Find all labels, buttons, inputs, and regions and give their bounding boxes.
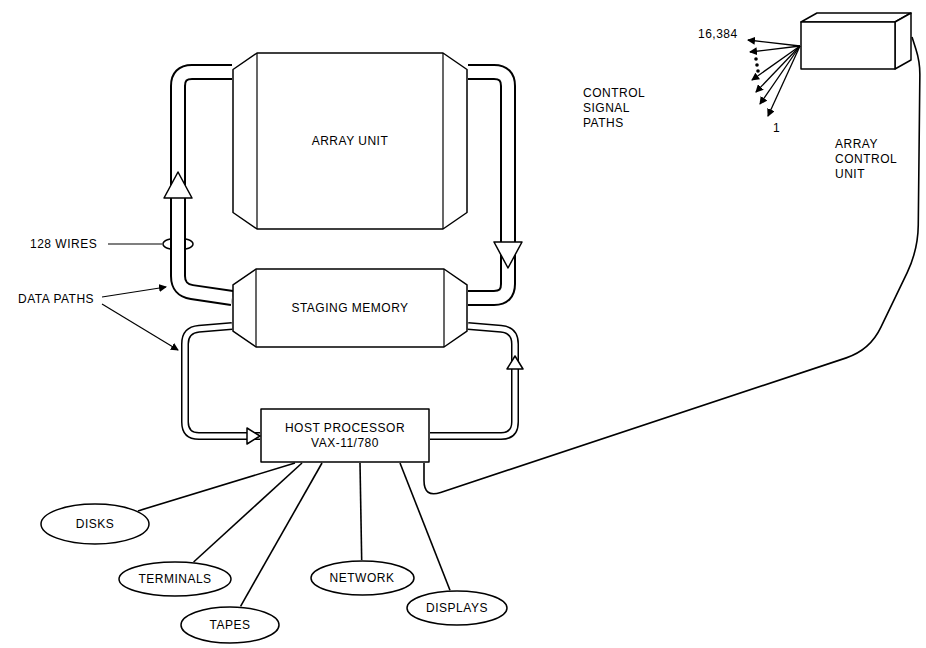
arrowhead <box>247 428 260 444</box>
box-edge <box>443 269 444 347</box>
node-title: TERMINALS <box>138 572 211 587</box>
peripheral-ellipse: TAPES <box>180 606 280 644</box>
cable-line <box>194 463 302 562</box>
peripheral-ellipse: TERMINALS <box>118 561 232 597</box>
path-outline <box>468 72 508 298</box>
box-body <box>261 409 429 462</box>
connector-line <box>138 463 295 511</box>
ellipsis-dot <box>756 69 760 73</box>
ellipse-outline <box>41 504 149 544</box>
box-side <box>895 13 911 69</box>
path-core <box>178 72 232 298</box>
box-front <box>801 22 895 69</box>
control-signal-fan <box>748 40 800 116</box>
leader-line <box>102 287 166 297</box>
box-edge <box>256 53 257 229</box>
node-title: STAGING MEMORY <box>291 301 408 316</box>
leader-line <box>108 243 162 244</box>
signal-index-label: 1 <box>773 121 780 136</box>
box-edge <box>442 53 443 229</box>
arrowhead <box>164 172 192 198</box>
connector-line <box>194 463 302 562</box>
node-title: TAPES <box>210 618 251 633</box>
node-title: DISPLAYS <box>426 601 488 616</box>
node-title: ARRAY UNIT <box>312 134 389 149</box>
cable-line <box>360 463 362 560</box>
host-processor-box: HOST PROCESSORVAX-11/780 <box>260 408 430 463</box>
ellipse-outline <box>181 607 279 643</box>
box-body <box>233 269 467 347</box>
wire-count-label: 128 WIRES <box>30 237 97 252</box>
node-title: NETWORK <box>330 571 395 586</box>
box-edge <box>255 269 256 347</box>
peripheral-ellipse: NETWORK <box>310 560 415 596</box>
ellipse-outline <box>119 562 231 596</box>
peripheral-ellipse: DISPLAYS <box>406 590 508 626</box>
signal-arrow <box>748 40 800 46</box>
connector-line <box>360 463 362 560</box>
array-unit-box: ARRAY UNIT <box>232 52 468 230</box>
arrowhead <box>507 356 523 369</box>
cable-line <box>424 37 920 494</box>
cable-line <box>241 463 322 606</box>
array-control-unit-box: ARRAY CONTROL UNIT <box>800 12 912 70</box>
node-title: HOST PROCESSOR <box>285 421 405 436</box>
box-body <box>233 53 467 229</box>
signal-arrow <box>756 46 800 92</box>
path-outline <box>178 72 232 298</box>
ellipsis-dot <box>754 57 758 61</box>
node-subtitle: VAX-11/780 <box>311 436 379 451</box>
arrowhead <box>494 242 522 268</box>
ellipsis-dot <box>755 63 759 67</box>
node-title: ARRAY CONTROL UNIT <box>835 137 897 182</box>
ellipse-outline <box>311 561 414 595</box>
node-title: DISKS <box>76 517 115 532</box>
staging-memory-box: STAGING MEMORY <box>232 268 468 348</box>
path-core <box>468 72 508 298</box>
signal-arrow <box>760 46 800 104</box>
data-path <box>185 326 260 444</box>
leader-line <box>102 304 178 350</box>
connector-line <box>424 37 920 494</box>
data-paths-label: DATA PATHS <box>18 292 94 307</box>
cable-line <box>138 463 295 511</box>
box-top <box>801 13 911 22</box>
peripheral-ellipse: DISKS <box>40 503 150 545</box>
signal-index-label: 16,384 <box>698 27 738 42</box>
connector-line <box>241 463 322 606</box>
ellipse-outline <box>407 591 507 625</box>
data-path <box>164 72 232 298</box>
data-path <box>468 72 522 298</box>
control-signal-label: CONTROL SIGNAL PATHS <box>583 86 645 131</box>
box-outline <box>800 12 912 70</box>
signal-arrow <box>768 46 800 116</box>
